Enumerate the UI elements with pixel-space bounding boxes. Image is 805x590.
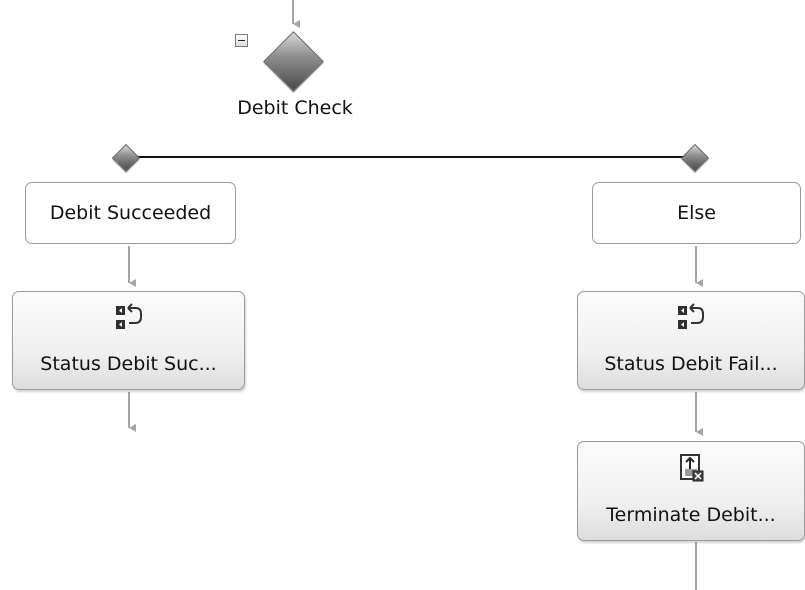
activity-label: Terminate Debit... (606, 504, 776, 526)
branch-label: Else (677, 202, 716, 224)
branch-label: Debit Succeeded (49, 202, 212, 224)
activity-status-debit-failed[interactable]: Status Debit Fail... (577, 291, 805, 390)
branch-debit-succeeded[interactable]: Debit Succeeded (25, 182, 236, 244)
set-status-icon (678, 303, 704, 329)
activity-label: Status Debit Suc... (40, 353, 217, 375)
branch-else[interactable]: Else (592, 182, 801, 244)
activity-terminate-debit[interactable]: Terminate Debit... (577, 441, 805, 541)
activity-label: Status Debit Fail... (604, 353, 778, 375)
collapse-icon[interactable] (235, 34, 248, 47)
set-status-icon (115, 303, 142, 329)
decision-label: Debit Check (237, 97, 353, 119)
activity-status-debit-succeeded[interactable]: Status Debit Suc... (12, 291, 245, 390)
terminate-icon (680, 454, 704, 482)
